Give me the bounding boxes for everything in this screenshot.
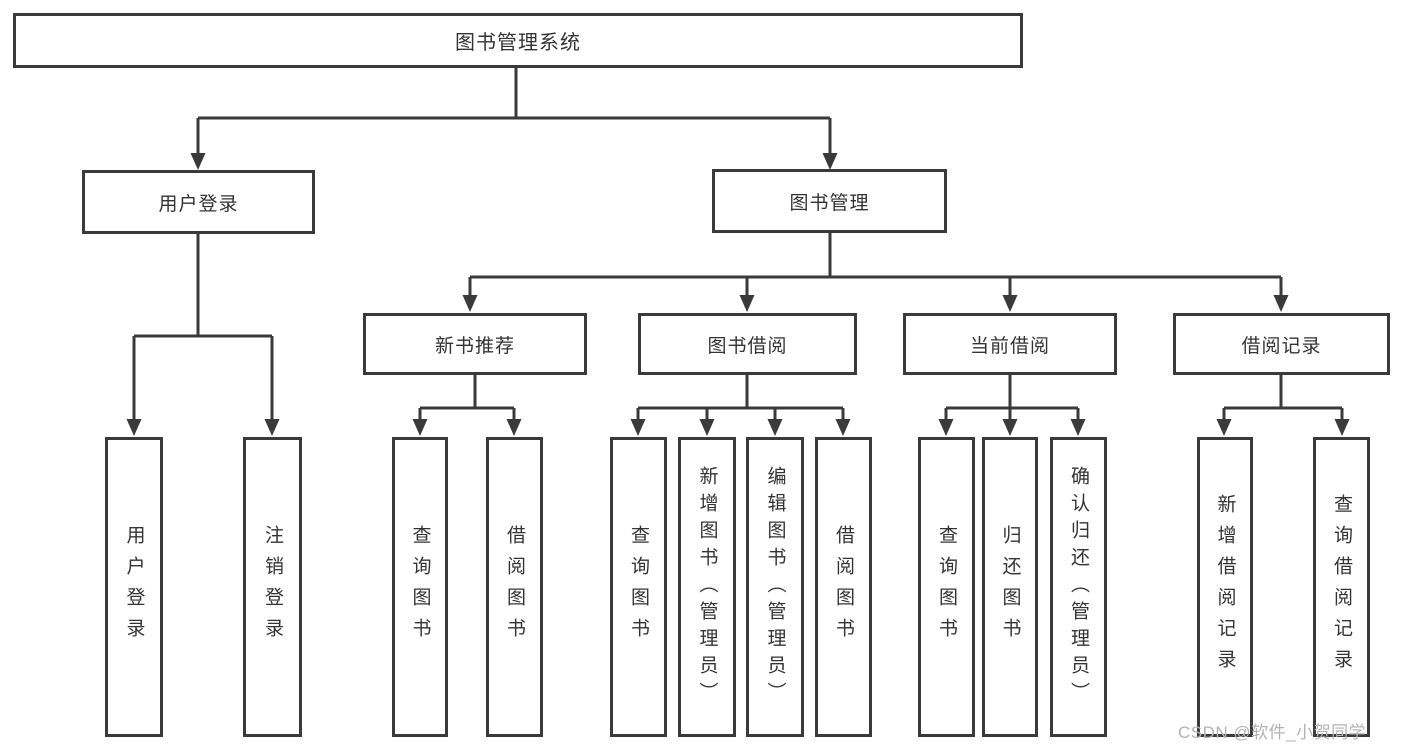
leaf-label: 查询图书 <box>936 525 957 649</box>
leaf-label: 新增借阅记录 <box>1214 494 1236 680</box>
leaf-label: 查询图书 <box>628 525 649 649</box>
node-library-management-system: 图书管理系统 <box>13 13 1023 68</box>
node-book-borrowing: 图书借阅 <box>638 313 857 375</box>
leaf-query-books-recommend: 查询图书 <box>392 437 448 737</box>
leaf-borrow-book: 借阅图书 <box>815 437 872 737</box>
node-user-login-branch: 用户登录 <box>82 170 315 234</box>
node-label: 当前借阅 <box>969 335 1050 357</box>
leaf-add-borrow-record: 新增借阅记录 <box>1197 437 1253 737</box>
leaf-label: 注销登录 <box>262 525 283 649</box>
leaf-label: 借阅图书 <box>833 525 854 649</box>
leaf-label: 确认归还（管理员） <box>1068 465 1089 709</box>
node-label: 用户登录 <box>158 193 239 215</box>
node-current-borrowing: 当前借阅 <box>903 313 1117 375</box>
leaf-label: 查询图书 <box>409 525 431 649</box>
node-borrowing-records: 借阅记录 <box>1173 313 1390 375</box>
leaf-query-books-current: 查询图书 <box>918 437 975 737</box>
node-label: 图书管理 <box>789 192 870 214</box>
leaf-return-book: 归还图书 <box>982 437 1038 737</box>
leaf-borrow-books-recommend: 借阅图书 <box>486 437 543 737</box>
node-label: 新书推荐 <box>434 335 515 357</box>
leaf-add-book-admin: 新增图书（管理员） <box>678 437 736 737</box>
leaf-query-books-borrowing: 查询图书 <box>610 437 667 737</box>
leaf-label: 归还图书 <box>999 525 1021 649</box>
node-label: 图书管理系统 <box>455 32 581 54</box>
leaf-user-login: 用户登录 <box>105 437 163 737</box>
leaf-label: 借阅图书 <box>504 525 525 649</box>
leaf-logout: 注销登录 <box>243 437 302 737</box>
leaf-label: 编辑图书（管理员） <box>764 465 786 709</box>
leaf-confirm-return-admin: 确认归还（管理员） <box>1050 437 1107 737</box>
leaf-label: 用户登录 <box>123 525 145 649</box>
leaf-edit-book-admin: 编辑图书（管理员） <box>746 437 804 737</box>
node-book-management-branch: 图书管理 <box>712 169 947 233</box>
node-label: 图书借阅 <box>707 335 788 357</box>
leaf-label: 新增图书（管理员） <box>696 465 718 709</box>
leaf-query-borrow-record: 查询借阅记录 <box>1313 437 1370 737</box>
node-label: 借阅记录 <box>1241 335 1322 357</box>
csdn-watermark: CSDN @软件_小贺同学 <box>1178 723 1367 742</box>
node-new-book-recommend: 新书推荐 <box>363 313 587 375</box>
leaf-label: 查询借阅记录 <box>1331 494 1352 680</box>
